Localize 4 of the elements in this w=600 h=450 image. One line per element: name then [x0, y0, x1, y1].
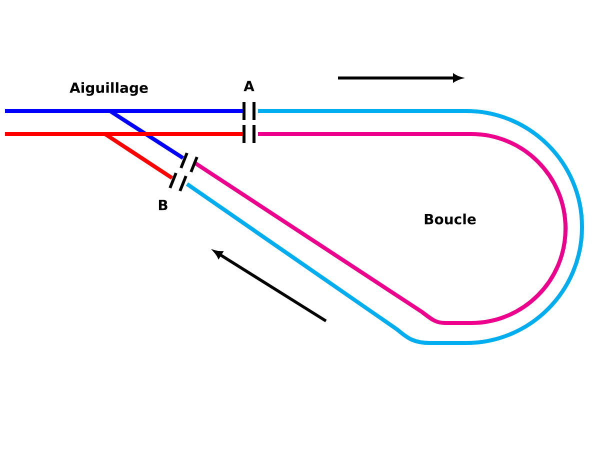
track-label: A [244, 80, 254, 92]
track-label: B [158, 200, 168, 210]
track-label: Boucle [424, 214, 476, 224]
track-label: Aiguillage [70, 82, 148, 96]
